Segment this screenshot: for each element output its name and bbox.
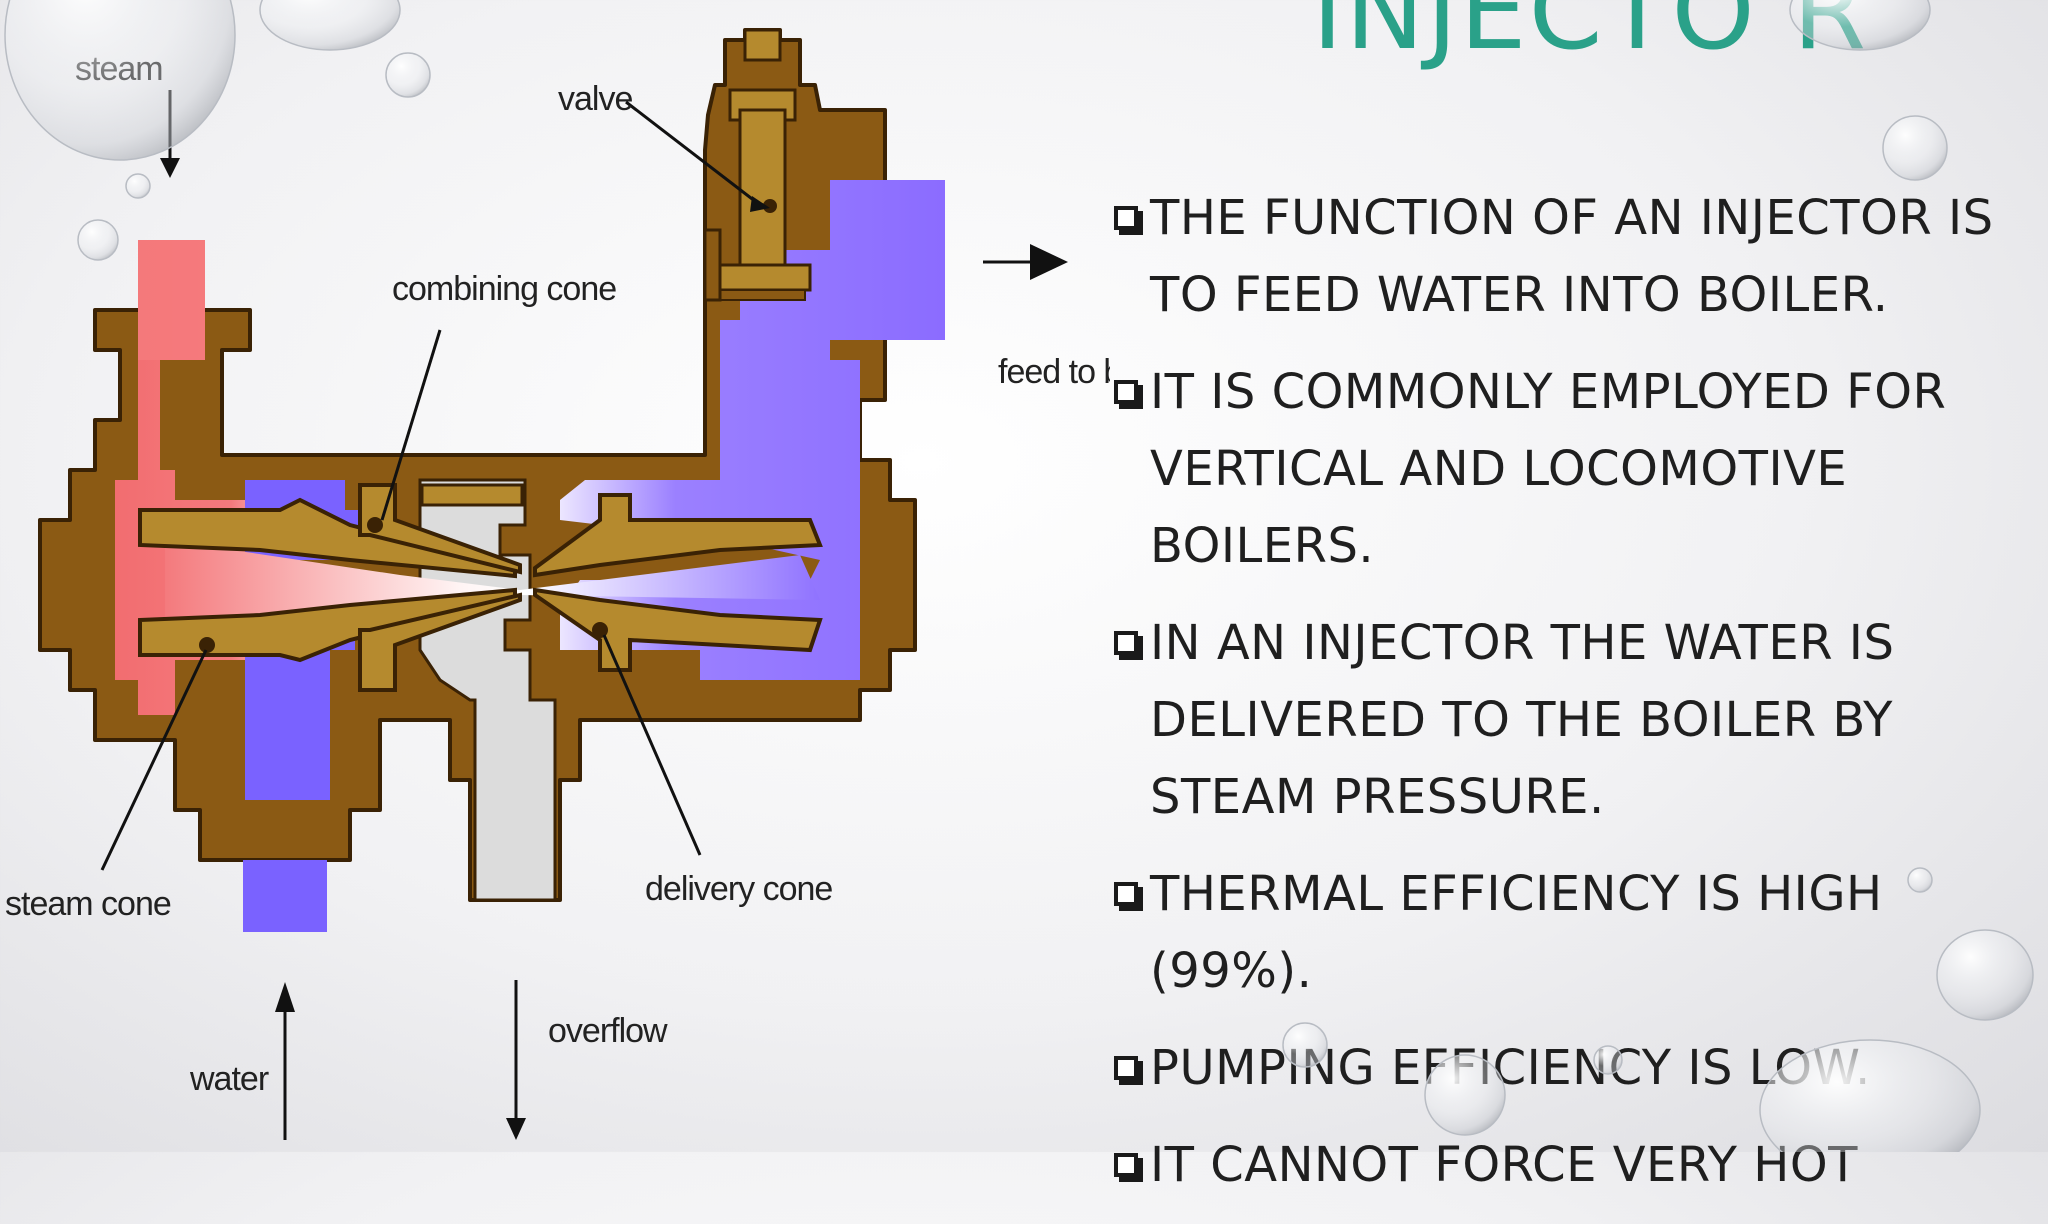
delivery-chamber	[560, 180, 945, 680]
label-steam: steam	[75, 50, 163, 88]
bullet-text: PUMPING EFFICIENCY IS LOW.	[1150, 1040, 1871, 1096]
slide-title: INJECTO R	[1311, 0, 1869, 73]
valve	[703, 108, 812, 302]
checkbox-bullet-icon	[1114, 1056, 1138, 1080]
bullet-text: IT IS COMMONLY EMPLOYED FOR VERTICAL AND…	[1150, 364, 1947, 574]
bullet-point: IT CANNOT FORCE VERY HOT	[1110, 1127, 2030, 1204]
label-water: water	[189, 1060, 269, 1098]
bullet-list: THE FUNCTION OF AN INJECTOR IS TO FEED W…	[1110, 180, 2030, 1224]
checkbox-bullet-icon	[1114, 882, 1138, 906]
combining-cone	[358, 483, 524, 692]
slide: steam valve combining cone feed to bc st…	[4, 0, 2034, 1193]
label-feed-to-boiler: feed to bc	[998, 353, 1110, 391]
checkbox-bullet-icon	[1114, 1153, 1138, 1177]
delivery-cone	[533, 493, 823, 672]
droplet-icon	[1882, 115, 1948, 181]
bullet-text: THE FUNCTION OF AN INJECTOR IS TO FEED W…	[1150, 190, 1994, 323]
label-delivery-cone: delivery cone	[645, 870, 832, 908]
label-steam-cone: steam cone	[5, 885, 171, 923]
label-overflow: overflow	[548, 1012, 668, 1050]
label-valve: valve	[558, 80, 632, 118]
checkbox-bullet-icon	[1114, 631, 1138, 655]
checkbox-bullet-icon	[1114, 206, 1138, 230]
bullet-text: IN AN INJECTOR THE WATER IS DELIVERED TO…	[1150, 615, 1895, 825]
bullet-point: THE FUNCTION OF AN INJECTOR IS TO FEED W…	[1110, 180, 2030, 334]
injector-diagram: steam valve combining cone feed to bc st…	[5, 28, 1110, 1140]
label-combining-cone: combining cone	[392, 270, 616, 308]
bullet-point: IT IS COMMONLY EMPLOYED FOR VERTICAL AND…	[1110, 354, 2030, 585]
bullet-text: THERMAL EFFICIENCY IS HIGH (99%).	[1150, 866, 1883, 999]
bullet-point: PUMPING EFFICIENCY IS LOW.	[1110, 1030, 2030, 1107]
bullet-point: THERMAL EFFICIENCY IS HIGH (99%).	[1110, 856, 2030, 1010]
bullet-text: IT CANNOT FORCE VERY HOT	[1150, 1137, 1858, 1193]
bullet-point: IN AN INJECTOR THE WATER IS DELIVERED TO…	[1110, 605, 2030, 836]
checkbox-bullet-icon	[1114, 380, 1138, 404]
